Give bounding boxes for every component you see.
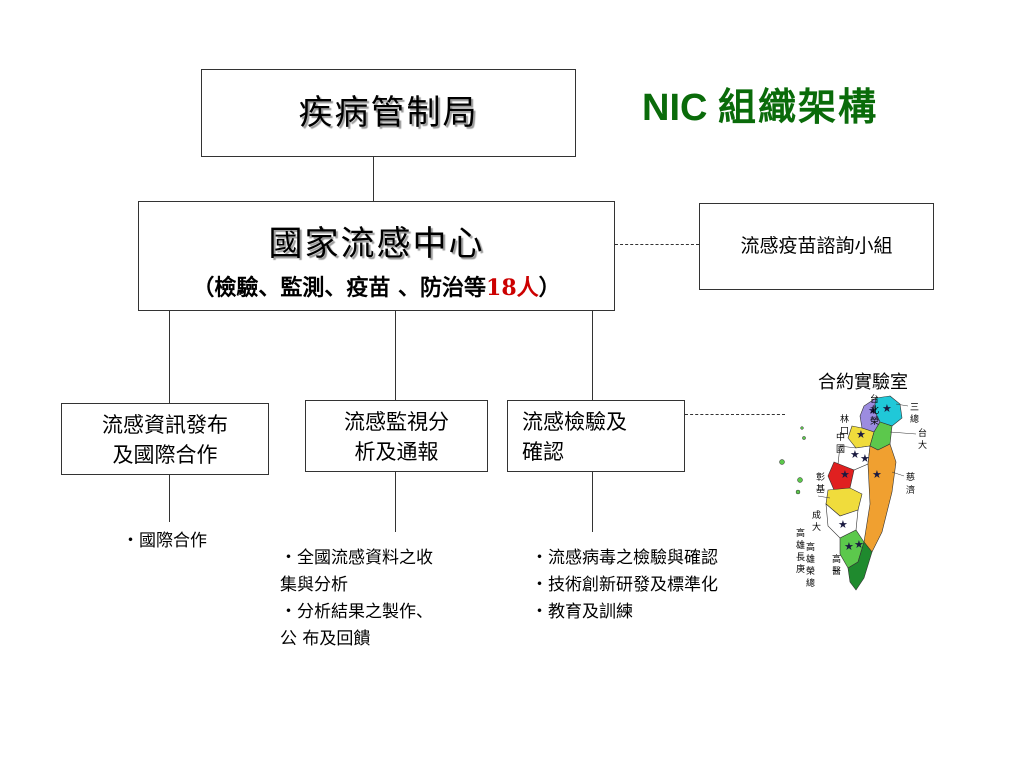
testing-note-item: ・流感病毒之檢驗與確認 bbox=[531, 548, 718, 568]
nic-subtitle-close: ） bbox=[538, 275, 561, 301]
map-label: 總 bbox=[910, 413, 919, 425]
map-label: 雄 bbox=[806, 553, 815, 565]
map-label: 濟 bbox=[906, 484, 915, 496]
nic-staff-count: 18人 bbox=[486, 275, 539, 301]
testing-unit-box: 流感檢驗及 確認 bbox=[507, 400, 685, 472]
info-unit-line1: 流感資訊發布 bbox=[102, 413, 228, 437]
surveillance-note-item: ・全國流感資料之收 bbox=[280, 548, 433, 568]
testing-note-item: ・技術創新研發及標準化 bbox=[531, 575, 718, 595]
testing-note-item: ・教育及訓練 bbox=[531, 602, 633, 622]
testing-notes: ・流感病毒之檢驗與確認 ・技術創新研發及標準化 ・教育及訓練 bbox=[531, 545, 718, 626]
map-label: 醫 bbox=[832, 566, 841, 577]
map-label: 長 bbox=[796, 552, 805, 563]
leader-lines bbox=[817, 403, 917, 499]
nic-subtitle-open: （檢驗、監測、疫苗 、防治等 bbox=[192, 275, 487, 301]
star-icon: ★ bbox=[844, 540, 854, 553]
map-region-south bbox=[847, 541, 873, 591]
lab-markers: ★ ★ ★ ★ ★ ★ ★ ★ ★ ★ bbox=[838, 402, 892, 553]
surveillance-note-item: 公 布及回饋 bbox=[280, 629, 371, 649]
connector-center-to-testing bbox=[592, 311, 593, 400]
star-icon: ★ bbox=[882, 402, 892, 415]
testing-unit-line1: 流感檢驗及 bbox=[522, 410, 627, 434]
connector-info-to-notes bbox=[169, 475, 170, 522]
map-label: 中 bbox=[836, 431, 845, 443]
connector-center-to-info bbox=[169, 311, 170, 403]
title-suffix: 組織架構 bbox=[718, 84, 879, 129]
map-label: 雄 bbox=[796, 539, 805, 551]
star-icon: ★ bbox=[868, 404, 878, 417]
testing-unit-line2: 確認 bbox=[522, 440, 564, 464]
star-icon: ★ bbox=[838, 518, 848, 531]
connector-center-to-surveillance bbox=[395, 311, 396, 400]
map-label: 彰 bbox=[816, 471, 825, 483]
star-icon: ★ bbox=[854, 538, 864, 551]
vaccine-advisory-label: 流感疫苗諮詢小組 bbox=[740, 235, 893, 257]
surveillance-note-item: 集與分析 bbox=[280, 575, 348, 595]
connector-center-to-advisory bbox=[615, 244, 699, 245]
map-label: 高 bbox=[832, 553, 841, 565]
map-label: 榮 bbox=[870, 415, 879, 427]
surveillance-notes: ・全國流感資料之收 集與分析 ・分析結果之製作、 公 布及回饋 bbox=[280, 545, 433, 653]
title-prefix: NIC bbox=[642, 87, 708, 129]
star-icon: ★ bbox=[840, 468, 850, 481]
map-label: 三 bbox=[910, 403, 919, 413]
map-label: 北 bbox=[870, 405, 879, 416]
star-icon: ★ bbox=[860, 452, 870, 465]
connector-top-to-center bbox=[373, 157, 374, 201]
map-label: 慈 bbox=[906, 471, 915, 483]
cdc-box: 疾病管制局 bbox=[201, 69, 576, 157]
surveillance-unit-line1: 流感監視分 bbox=[344, 410, 449, 434]
nic-label: 國家流感中心 bbox=[268, 224, 485, 264]
map-label: 榮 bbox=[806, 565, 815, 577]
map-label: 總 bbox=[806, 577, 815, 589]
map-label: 高 bbox=[796, 527, 805, 539]
connector-surveillance-to-notes bbox=[395, 472, 396, 532]
nic-box: 國家流感中心 （檢驗、監測、疫苗 、防治等18人） bbox=[138, 201, 615, 311]
cdc-label: 疾病管制局 bbox=[298, 93, 479, 133]
islands bbox=[779, 426, 806, 495]
vaccine-advisory-box: 流感疫苗諮詢小組 bbox=[699, 203, 934, 290]
map-label: 林 bbox=[840, 413, 849, 425]
map-label: 庚 bbox=[796, 563, 805, 575]
star-icon: ★ bbox=[856, 428, 866, 441]
info-notes: ‧國際合作 bbox=[122, 528, 207, 555]
star-icon: ★ bbox=[872, 468, 882, 481]
surveillance-unit-box: 流感監視分 析及通報 bbox=[305, 400, 488, 472]
surveillance-note-item: ・分析結果之製作、 bbox=[280, 602, 433, 622]
map-label: 國 bbox=[836, 444, 845, 455]
map-label: 基 bbox=[816, 483, 825, 495]
nic-subtitle: （檢驗、監測、疫苗 、防治等18人） bbox=[139, 270, 614, 302]
connector-testing-to-labs bbox=[685, 414, 785, 415]
info-unit-box: 流感資訊發布 及國際合作 bbox=[61, 403, 269, 475]
contract-labs-label: 合約實驗室 bbox=[818, 372, 908, 393]
map-label: 台 bbox=[918, 427, 927, 439]
info-note-item: ‧國際合作 bbox=[122, 531, 207, 551]
chart-title: NIC 組織架構 bbox=[642, 76, 878, 131]
info-unit-line2: 及國際合作 bbox=[112, 443, 218, 467]
connector-testing-to-notes bbox=[592, 472, 593, 532]
map-label: 台 bbox=[870, 393, 879, 405]
map-label: 口 bbox=[840, 427, 849, 437]
taiwan-lab-map: ★ ★ ★ ★ ★ ★ ★ ★ ★ ★ 台 北 榮 三 總 台 大 林 口 中 … bbox=[779, 393, 927, 591]
star-icon: ★ bbox=[850, 448, 860, 461]
map-label: 大 bbox=[918, 439, 927, 451]
map-label: 成 bbox=[812, 509, 821, 521]
map-label: 大 bbox=[812, 521, 821, 533]
map-label: 高 bbox=[806, 541, 815, 553]
surveillance-unit-line2: 析及通報 bbox=[354, 440, 439, 464]
